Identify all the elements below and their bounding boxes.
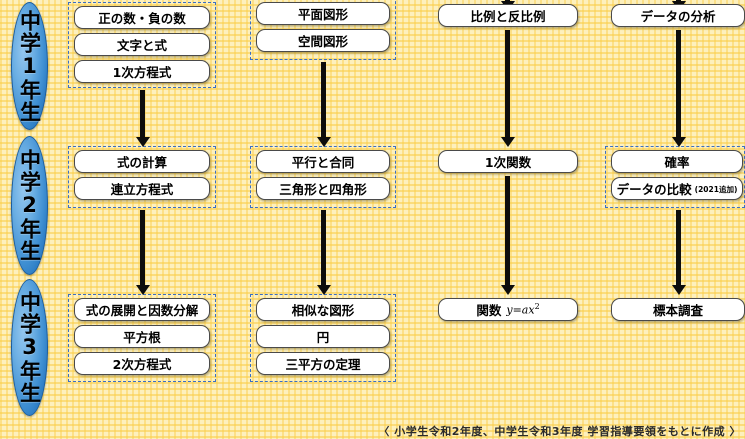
topic-label: 連立方程式 bbox=[110, 182, 174, 197]
topic-note: (2021追加) bbox=[694, 185, 738, 194]
topic-label: データの比較 bbox=[616, 182, 692, 197]
topic-box[interactable]: 円 bbox=[256, 325, 390, 348]
arrow-g2-to-g3-col2 bbox=[321, 210, 326, 286]
grade-pill-1: 中学1年生 bbox=[11, 2, 48, 130]
topic-box[interactable]: 比例と反比例 bbox=[438, 4, 578, 27]
topic-label: 相似な図形 bbox=[291, 303, 355, 318]
topic-box[interactable]: 文字と式 bbox=[74, 33, 210, 56]
arrow-g2-to-g3-col4 bbox=[676, 210, 681, 286]
arrow-into-hirei bbox=[505, 0, 510, 2]
arrow-g2-to-g3-col3 bbox=[505, 176, 510, 286]
arrow-g2-to-g3-col1 bbox=[140, 210, 145, 286]
topic-label: 確率 bbox=[664, 155, 690, 170]
topic-label: 関数 bbox=[476, 303, 502, 318]
topic-box[interactable]: 連立方程式 bbox=[74, 177, 210, 200]
topic-label: 1次関数 bbox=[484, 155, 532, 170]
topic-box[interactable]: 三平方の定理 bbox=[256, 352, 390, 375]
topic-label: 2次方程式 bbox=[112, 357, 172, 372]
topic-box[interactable]: データの分析 bbox=[611, 4, 745, 27]
topic-label: 空間図形 bbox=[297, 34, 348, 49]
topic-box[interactable]: 関数 y=ax2 bbox=[438, 298, 578, 321]
topic-box[interactable]: 空間図形 bbox=[256, 29, 390, 52]
topic-box[interactable]: データの比較(2021追加) bbox=[611, 177, 743, 200]
topic-label: 式の展開と因数分解 bbox=[85, 303, 199, 318]
topic-box[interactable]: 相似な図形 bbox=[256, 298, 390, 321]
arrow-g1-to-g2-col1 bbox=[140, 90, 145, 138]
topic-box[interactable]: 正の数・負の数 bbox=[74, 6, 210, 29]
topic-label: 平方根 bbox=[123, 330, 161, 345]
group-grade1-figures bbox=[250, 0, 396, 60]
topic-box[interactable]: 2次方程式 bbox=[74, 352, 210, 375]
topic-label: 1次方程式 bbox=[112, 65, 172, 80]
arrow-g1-to-g2-col3 bbox=[505, 30, 510, 138]
footer-caption: 〈 小学生令和2年度、中学生令和3年度 学習指導要領をもとに作成 〉 bbox=[378, 425, 741, 438]
grade-pill-2: 中学2年生 bbox=[11, 136, 48, 275]
topic-box[interactable]: 平面図形 bbox=[256, 2, 390, 25]
formula-exponent: 2 bbox=[534, 302, 540, 312]
topic-label: 正の数・負の数 bbox=[98, 11, 186, 26]
arrow-into-data bbox=[676, 0, 681, 2]
topic-label: 円 bbox=[316, 330, 330, 345]
topic-box[interactable]: 式の計算 bbox=[74, 150, 210, 173]
topic-box[interactable]: 1次方程式 bbox=[74, 60, 210, 83]
topic-box[interactable]: 平行と合同 bbox=[256, 150, 390, 173]
topic-box[interactable]: 標本調査 bbox=[611, 298, 745, 321]
formula-base: y=ax bbox=[506, 303, 535, 317]
topic-box[interactable]: 1次関数 bbox=[438, 150, 578, 173]
topic-box[interactable]: 平方根 bbox=[74, 325, 210, 348]
topic-box[interactable]: 三角形と四角形 bbox=[256, 177, 390, 200]
topic-label: 三平方の定理 bbox=[285, 357, 361, 372]
topic-box[interactable]: 確率 bbox=[611, 150, 743, 173]
grade-pill-label: 中学1年生 bbox=[17, 9, 42, 123]
arrow-g1-to-g2-col4 bbox=[676, 30, 681, 138]
topic-box[interactable]: 式の展開と因数分解 bbox=[74, 298, 210, 321]
topic-label: 比例と反比例 bbox=[470, 9, 546, 24]
topic-label: データの分析 bbox=[640, 9, 716, 24]
topic-formula: y=ax2 bbox=[506, 302, 539, 317]
grade-pill-label: 中学3年生 bbox=[17, 291, 42, 404]
grade-pill-label: 中学2年生 bbox=[17, 149, 42, 262]
grade-pill-3: 中学3年生 bbox=[11, 279, 48, 416]
group-grade1-numbers bbox=[68, 2, 216, 88]
arrow-g1-to-g2-col2 bbox=[321, 62, 326, 138]
topic-label: 三角形と四角形 bbox=[279, 182, 367, 197]
topic-label: 標本調査 bbox=[652, 303, 703, 318]
topic-label: 平行と合同 bbox=[291, 155, 355, 170]
topic-label: 平面図形 bbox=[297, 7, 348, 22]
topic-label: 式の計算 bbox=[116, 155, 167, 170]
topic-label: 文字と式 bbox=[116, 38, 167, 53]
